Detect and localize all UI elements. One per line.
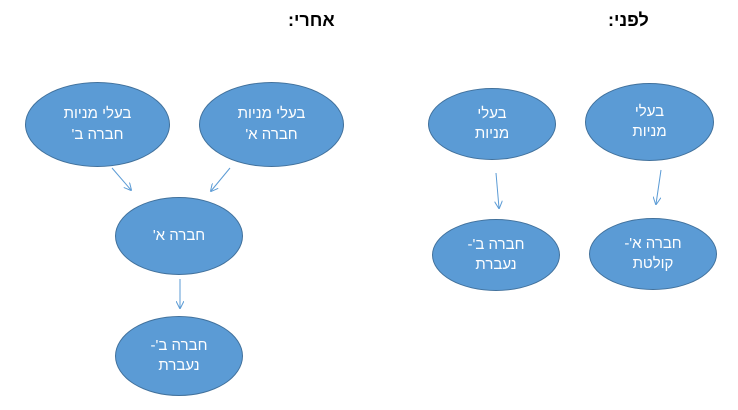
arrow-after-owners-b-to-company-a bbox=[111, 167, 131, 190]
arrow-after-owners-a-to-company-a bbox=[211, 167, 231, 191]
before-company-b-node: חברה ב'- נעברת bbox=[432, 219, 560, 291]
after-owners-company-b-node: בעלי מניות חברה ב' bbox=[25, 82, 170, 167]
before-company-b-node-label: חברה ב'- נעברת bbox=[467, 235, 525, 273]
before-heading: לפני: bbox=[608, 10, 649, 30]
before-owners-node-acquiring-label: בעלי מניות bbox=[632, 102, 667, 140]
after-company-a-node: חברה א' bbox=[115, 197, 243, 275]
before-owners-node-acquiring: בעלי מניות bbox=[585, 83, 714, 161]
after-company-b-node: חברה ב'- נעברת bbox=[115, 316, 243, 396]
arrow-before-owners-to-company-b bbox=[496, 172, 499, 208]
after-heading: אחרי: bbox=[288, 10, 335, 30]
before-company-a-node-label: חברה א'- קולטת bbox=[624, 234, 682, 272]
after-company-a-node-label: חברה א' bbox=[152, 226, 206, 244]
after-owners-company-b-node-label: בעלי מניות חברה ב' bbox=[63, 105, 132, 143]
before-owners-node-transferred: בעלי מניות bbox=[428, 88, 556, 160]
before-company-a-node: חברה א'- קולטת bbox=[589, 218, 717, 290]
after-owners-company-a-node-label: בעלי מניות חברה א' bbox=[237, 105, 306, 143]
after-company-b-node-label: חברה ב'- נעברת bbox=[150, 336, 208, 374]
before-owners-node-transferred-label: בעלי מניות bbox=[474, 104, 510, 142]
arrow-before-owners-to-company-a bbox=[656, 169, 662, 204]
after-owners-company-a-node: בעלי מניות חברה א' bbox=[199, 82, 344, 167]
